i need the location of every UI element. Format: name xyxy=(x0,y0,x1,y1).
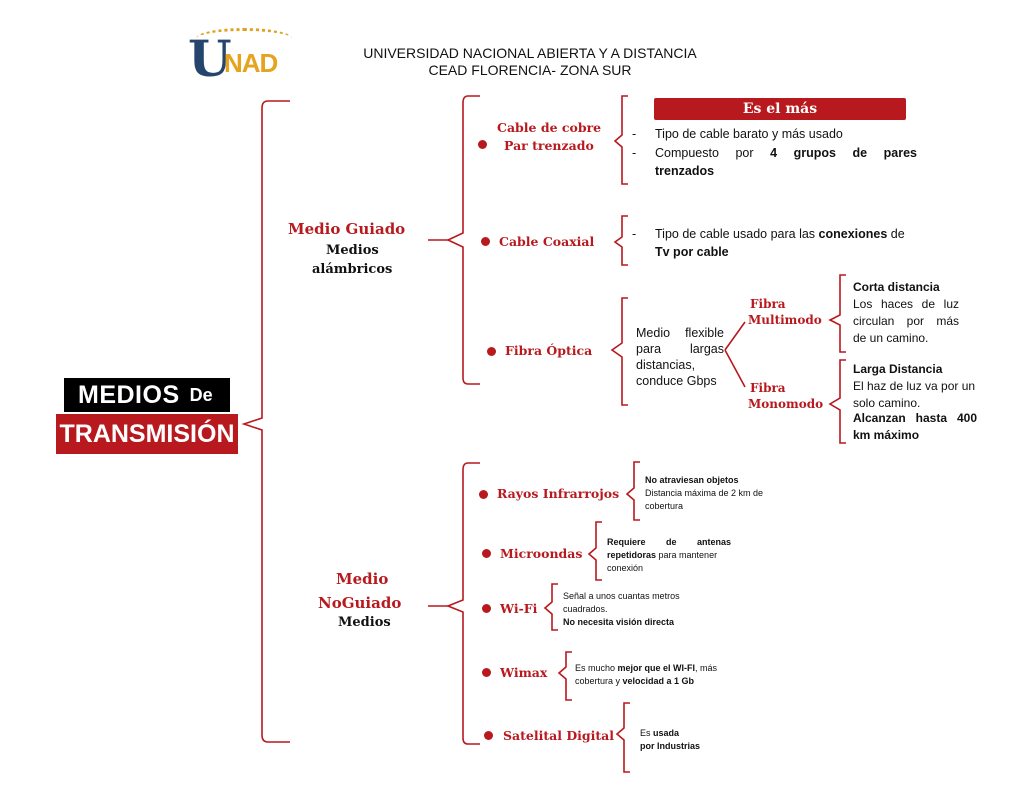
monomodo-text-1-bold: Larga Distancia xyxy=(853,362,943,376)
guiado-sub-2: alámbricos xyxy=(312,262,393,277)
bullet-dot xyxy=(482,604,491,613)
wimax-text-2-bold: velocidad a 1 Gb xyxy=(622,676,695,686)
monomodo-label-2: Monomodo xyxy=(748,397,824,411)
dash: - xyxy=(632,227,637,241)
coaxial-item-cont: Tv por cable xyxy=(655,243,729,261)
wimax-label: Wimax xyxy=(500,665,548,680)
microondas-text-2-bold: repetidoras xyxy=(607,550,657,560)
noguiado-sub: Medios xyxy=(338,615,391,630)
wifi-text-1: Señal a unos cuantas metros xyxy=(563,591,680,601)
unad-logo: U NAD xyxy=(188,28,300,90)
infrarrojos-text-1: No atraviesan objetos xyxy=(645,474,739,487)
cobre-item-2: Compuesto por 4 grupos de pares xyxy=(655,144,917,162)
root-word-medios: MEDIOS xyxy=(78,380,180,409)
root-top-band: MEDIOS De xyxy=(64,378,230,412)
cobre-item-2-bold-2: trenzados xyxy=(655,164,715,178)
satelital-text-2-bold: por Industrias xyxy=(640,741,701,751)
infrarrojos-text-1-bold: No atraviesan objetos xyxy=(645,475,739,485)
monomodo-text-5: km máximo xyxy=(853,427,919,444)
monomodo-text-3: solo camino. xyxy=(853,396,921,410)
dash: - xyxy=(632,127,637,141)
cobre-banner: Es el más xyxy=(654,98,906,120)
monomodo-label-1: Fibra xyxy=(750,381,786,395)
satelital-text-1-pre: Es xyxy=(640,728,654,738)
multimodo-text-3: circulan por más xyxy=(853,314,959,328)
wifi-text-3-bold: No necesita visión directa xyxy=(563,617,675,627)
monomodo-text-4: Alcanzan hasta 400 xyxy=(853,410,977,427)
microondas-text-3: conexión xyxy=(607,563,644,573)
root-node: MEDIOS De TRANSMISIÓN xyxy=(42,378,238,454)
bullet-dot xyxy=(484,731,493,740)
fibra-label: Fibra Óptica xyxy=(505,343,593,358)
coaxial-item-pre: Tipo de cable usado para las xyxy=(655,227,819,241)
infrarrojos-text-2: Distancia máxima de 2 km de xyxy=(645,488,764,498)
monomodo-text-1: Larga Distancia xyxy=(853,361,942,378)
multimodo-label-1: Fibra xyxy=(750,297,786,311)
bullet-dot xyxy=(482,668,491,677)
microondas-text-2-rest: para mantener xyxy=(656,550,718,560)
noguiado-guiado: Guiado xyxy=(341,594,402,612)
bullet-dot xyxy=(478,140,487,149)
fibra-desc-2: para largas xyxy=(636,342,724,356)
multimodo-label-2: Multimodo xyxy=(748,313,822,327)
infrarrojos-text-3: cobertura xyxy=(645,501,684,511)
wifi-label: Wi-Fi xyxy=(500,601,538,616)
coaxial-item-post: de xyxy=(887,227,905,241)
satelital-text-1: Es usada xyxy=(640,727,679,740)
fibra-desc-1: Medio flexible xyxy=(636,326,724,340)
microondas-text-2: repetidoras para mantener xyxy=(607,549,717,562)
coaxial-item: Tipo de cable usado para las conexiones … xyxy=(655,225,905,243)
wimax-text-1-post: , más xyxy=(695,663,718,673)
dash: - xyxy=(632,146,637,160)
wifi-text-3: No necesita visión directa xyxy=(563,616,674,629)
monomodo-text-5-bold: km máximo xyxy=(853,428,920,442)
monomodo-text-2: El haz de luz va por un xyxy=(853,379,976,393)
noguiado-title-2: NoGuiado xyxy=(318,594,401,612)
monomodo-text-4-bold: Alcanzan hasta 400 xyxy=(853,411,977,425)
wimax-text-1-pre: Es mucho xyxy=(575,663,618,673)
root-word-de: De xyxy=(189,384,213,405)
multimodo-text-4: de un camino. xyxy=(853,331,929,345)
satelital-text-1-bold: usada xyxy=(653,728,680,738)
noguiado-title-1: Medio xyxy=(336,570,389,588)
root-word-transmision: TRANSMISIÓN xyxy=(56,414,238,454)
cobre-item-1: Tipo de cable barato y más usado xyxy=(655,127,843,141)
header-line-2: CEAD FLORENCIA- ZONA SUR xyxy=(428,62,632,78)
wimax-text-2: cobertura y velocidad a 1 Gb xyxy=(575,675,694,688)
cobre-item-2-pre: Compuesto por xyxy=(655,146,771,160)
coaxial-item-bold-2: Tv por cable xyxy=(655,245,729,259)
satelital-label: Satelital Digital xyxy=(503,728,615,743)
wifi-text-2: cuadrados. xyxy=(563,604,608,614)
wimax-text-1: Es mucho mejor que el WI-FI, más xyxy=(575,662,717,675)
multimodo-text-1: Corta distancia xyxy=(853,279,940,296)
cobre-label-1: Cable de cobre xyxy=(497,120,602,135)
fibra-desc-4: conduce Gbps xyxy=(636,374,717,388)
logo-arc xyxy=(196,28,292,49)
noguiado-no: No xyxy=(318,594,342,612)
infrarrojos-label: Rayos Infrarrojos xyxy=(497,486,620,501)
guiado-title: Medio Guiado xyxy=(288,220,406,238)
cobre-label-2: Par trenzado xyxy=(504,138,594,153)
coaxial-label: Cable Coaxial xyxy=(499,234,595,249)
satelital-text-2: por Industrias xyxy=(640,740,700,753)
multimodo-text-2: Los haces de luz xyxy=(853,297,959,311)
wimax-text-2-pre: cobertura y xyxy=(575,676,623,686)
coaxial-item-bold: conexiones xyxy=(818,227,888,241)
fibra-desc-3: distancias, xyxy=(636,358,696,372)
bullet-dot xyxy=(482,549,491,558)
bullet-dot xyxy=(487,347,496,356)
microondas-label: Microondas xyxy=(500,546,583,561)
logo-u: U xyxy=(188,29,232,88)
bullet-dot xyxy=(479,490,488,499)
bullet-dot xyxy=(481,237,490,246)
microondas-text-1-bold: Requiere de antenas xyxy=(607,537,731,547)
header-line-1: UNIVERSIDAD NACIONAL ABIERTA Y A DISTANC… xyxy=(363,45,697,61)
cobre-item-2-cont: trenzados xyxy=(655,162,714,180)
wimax-text-1-bold: mejor que el WI-FI xyxy=(617,663,696,673)
microondas-text-1: Requiere de antenas xyxy=(607,536,731,549)
multimodo-text-1-bold: Corta distancia xyxy=(853,280,940,294)
cobre-item-2-bold: 4 grupos de pares xyxy=(770,146,917,160)
guiado-sub-1: Medios xyxy=(326,243,379,258)
logo-nad: NAD xyxy=(224,48,278,78)
